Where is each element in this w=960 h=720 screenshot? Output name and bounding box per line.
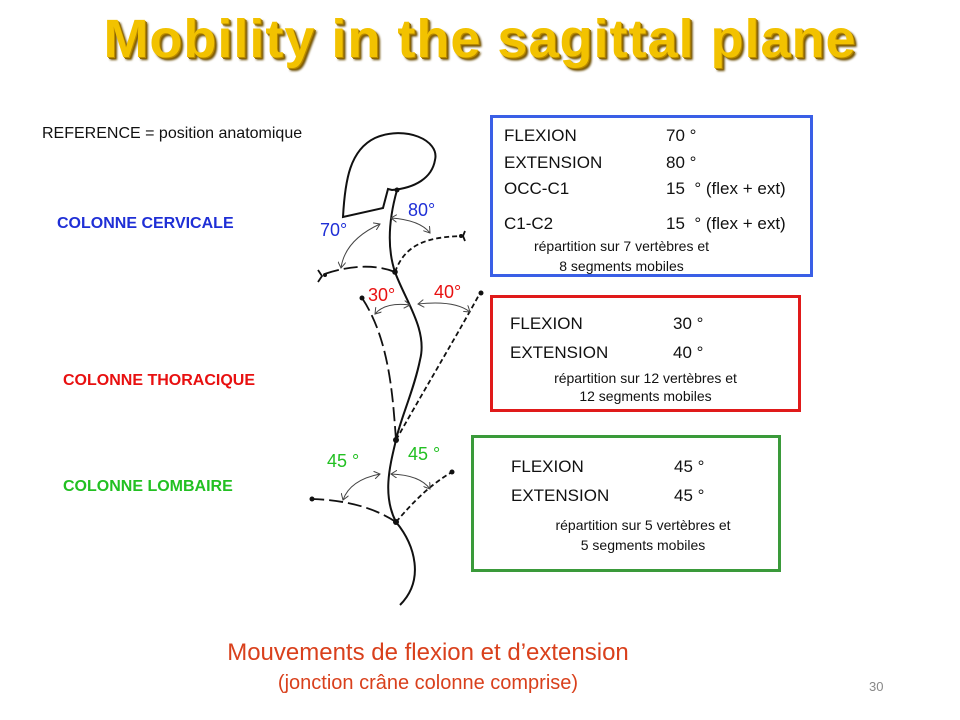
lumbar-info-box: FLEXION 45 ° EXTENSION 45 ° répartition … <box>471 435 781 572</box>
caption-line-1: Mouvements de flexion et d’extension <box>227 639 629 666</box>
cervical-label: COLONNE CERVICALE <box>57 215 234 232</box>
lumbar-extension-line <box>395 471 453 523</box>
row-value: 45 ° <box>674 457 705 476</box>
row-value: 80 ° <box>666 153 697 172</box>
thoracic-extension-line <box>395 292 481 441</box>
lumbar-extension-arrow <box>391 474 430 489</box>
box-note: 8 segments mobiles <box>559 258 684 274</box>
thoracic-flexion-arrow <box>375 304 410 314</box>
lumbar-flexion-line <box>311 498 397 523</box>
thoracic-flexion-line <box>361 297 397 441</box>
row-label: C1-C2 <box>504 214 554 233</box>
thoracic-label: COLONNE THORACIQUE <box>63 372 255 389</box>
thoracic-flexion-angle: 30° <box>368 285 396 305</box>
row-label: FLEXION <box>510 314 583 333</box>
lumbar-flexion-arrow <box>343 474 380 500</box>
page-number: 30 <box>869 679 884 694</box>
box-note: répartition sur 12 vertèbres et <box>554 370 737 386</box>
cervical-flexion-angle: 70° <box>320 220 348 240</box>
reference-note: REFERENCE = position anatomique <box>42 125 303 142</box>
lumbar-label: COLONNE LOMBAIRE <box>63 478 233 495</box>
cervical-extension-line <box>394 235 464 273</box>
thoracic-extension-angle: 40° <box>434 282 462 302</box>
row-label: EXTENSION <box>510 343 609 362</box>
lumbar-flexion-angle: 45 ° <box>327 451 360 471</box>
caption-line-2: (jonction crâne colonne comprise) <box>277 672 579 694</box>
cervical-flexion-line <box>321 265 396 276</box>
cervical-info-box: FLEXION 70 ° EXTENSION 80 ° OCC-C1 15 ° … <box>490 115 813 277</box>
thoracic-info-box: FLEXION 30 ° EXTENSION 40 ° répartition … <box>490 295 801 412</box>
row-value: 30 ° <box>673 314 704 333</box>
spine-neutral <box>387 189 423 606</box>
box-note: 12 segments mobiles <box>579 388 712 404</box>
lumbar-extension-angle: 45 ° <box>408 444 441 464</box>
row-label: FLEXION <box>511 457 584 476</box>
cervical-extension-arrow <box>391 218 430 233</box>
cervical-flexion-arrow <box>341 224 380 268</box>
row-value: 70 ° <box>666 126 697 145</box>
row-value: 45 ° <box>674 486 705 505</box>
row-label: EXTENSION <box>504 153 603 172</box>
row-value: 15 ° (flex + ext) <box>666 214 786 233</box>
row-label: EXTENSION <box>511 486 610 505</box>
box-note: 5 segments mobiles <box>580 537 706 553</box>
box-note: répartition sur 7 vertèbres et <box>533 238 710 254</box>
cervical-extension-angle: 80° <box>408 200 436 220</box>
row-value: 40 ° <box>673 343 704 362</box>
skull-outline <box>341 132 437 219</box>
row-label: OCC-C1 <box>504 179 570 198</box>
row-value: 15 ° (flex + ext) <box>666 179 786 198</box>
box-note: répartition sur 5 vertèbres et <box>555 517 731 533</box>
row-label: FLEXION <box>504 126 577 145</box>
thoracic-extension-arrow <box>418 303 470 312</box>
slide-title: Mobility in the sagittal plane <box>103 9 857 69</box>
